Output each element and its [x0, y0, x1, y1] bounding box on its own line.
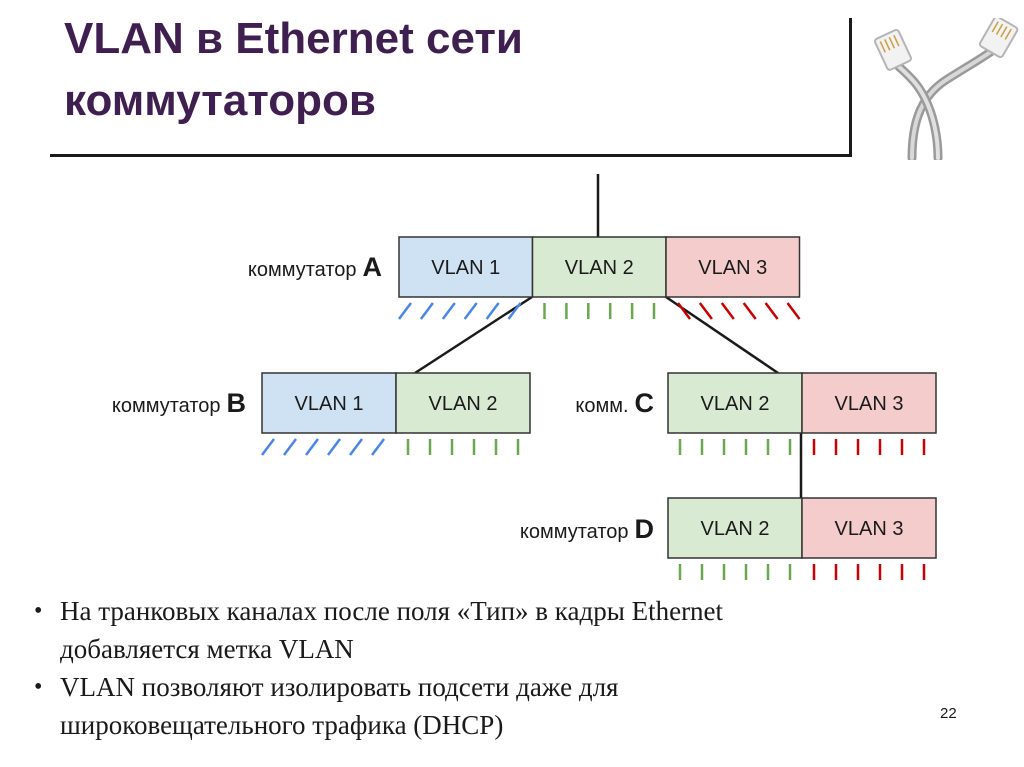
title-frame-bottom-border [50, 154, 852, 157]
switch-d-segment-label: VLAN 2 [701, 518, 770, 540]
switch-label-b-text: коммутатор [111, 395, 221, 417]
access-port-vlan1 [305, 438, 319, 456]
slide-title-line-1: VLAN в Ethernet сети [64, 14, 523, 63]
access-port-vlan1 [261, 438, 275, 456]
slide-title: VLAN в Ethernet сети коммутаторов [64, 8, 824, 132]
bullet-item: • На транковых каналах после поля «Тип» … [34, 592, 934, 668]
access-port-vlan1 [371, 438, 385, 456]
access-port-vlan1 [419, 302, 434, 320]
access-port-vlan1 [327, 438, 341, 456]
switch-letter-c: C [634, 388, 655, 418]
switch-label-a-text: коммутатор [247, 259, 357, 281]
switch-c-segment-vlan2 [667, 372, 803, 434]
bullet-2-line-2: широковещательного трафика (DHCP) [60, 710, 504, 740]
trunk-link-a-c [665, 295, 779, 375]
switch-a-segment-label: VLAN 3 [698, 257, 767, 279]
switch-d-segment-vlan2 [667, 497, 803, 559]
switch-d-segment-label: VLAN 3 [835, 518, 904, 540]
bullet-1-line-1: На транковых каналах после поля «Тип» в … [60, 596, 724, 626]
bullet-1-line-2: добавляется метка VLAN [60, 634, 354, 664]
access-port-vlan3 [677, 302, 691, 320]
switch-c-segment-label: VLAN 3 [835, 393, 904, 415]
trunk-link-a-b [414, 295, 533, 375]
ethernet-cable-icon [874, 18, 1019, 160]
access-port-vlan1 [463, 302, 478, 320]
bullet-item: • VLAN позволяют изолировать подсети даж… [34, 668, 934, 744]
switch-a-segment-vlan1 [398, 236, 534, 298]
access-port-vlan1 [485, 302, 500, 320]
switch-b-segment-label: VLAN 1 [295, 393, 364, 415]
switch-letter-a: A [362, 252, 383, 282]
switch-d-segment-vlan3 [801, 497, 937, 559]
slide-title-line-2: коммутаторов [64, 76, 376, 125]
switch-c-segment-vlan3 [801, 372, 937, 434]
vlan-switch-diagram: VLAN 1 VLAN 2 VLAN 3 VLAN 1 VLAN 2 VLAN 2 VLAN… [261, 174, 937, 580]
switch-b-segment-label: VLAN 2 [429, 393, 498, 415]
access-port-vlan1 [398, 302, 412, 320]
switch-a-segment-label: VLAN 2 [565, 257, 634, 279]
access-port-vlan1 [349, 438, 363, 456]
access-port-vlan1 [507, 302, 522, 320]
switch-letter-d: D [634, 514, 655, 544]
switch-a-segment-label: VLAN 1 [431, 257, 500, 279]
switch-label-c-text: комм. [575, 395, 629, 417]
switch-b-segment-vlan1 [261, 372, 397, 434]
access-port-vlan3 [764, 302, 779, 320]
title-frame-right-border [849, 18, 852, 157]
switch-letter-b: B [226, 388, 247, 418]
bullet-dot-icon: • [34, 674, 43, 700]
switch-b-segment-vlan2 [395, 372, 531, 434]
switch-label-d-text: коммутатор [519, 521, 629, 543]
access-port-vlan3 [786, 302, 801, 320]
bullet-list: • На транковых каналах после поля «Тип» … [34, 592, 934, 744]
switch-a-segment-vlan3 [665, 236, 801, 298]
access-port-vlan3 [698, 302, 713, 320]
switch-c-segment-label: VLAN 2 [701, 393, 770, 415]
access-port-vlan3 [720, 302, 735, 320]
page-number: 22 [940, 705, 957, 722]
access-port-vlan3 [742, 302, 757, 320]
access-port-vlan1 [441, 302, 456, 320]
bullet-dot-icon: • [34, 598, 43, 624]
switch-a-segment-vlan2 [531, 236, 667, 298]
switch-label-c: комм.C [520, 388, 654, 419]
access-port-vlan1 [283, 438, 297, 456]
bullet-2-line-1: VLAN позволяют изолировать подсети даже … [60, 672, 619, 702]
